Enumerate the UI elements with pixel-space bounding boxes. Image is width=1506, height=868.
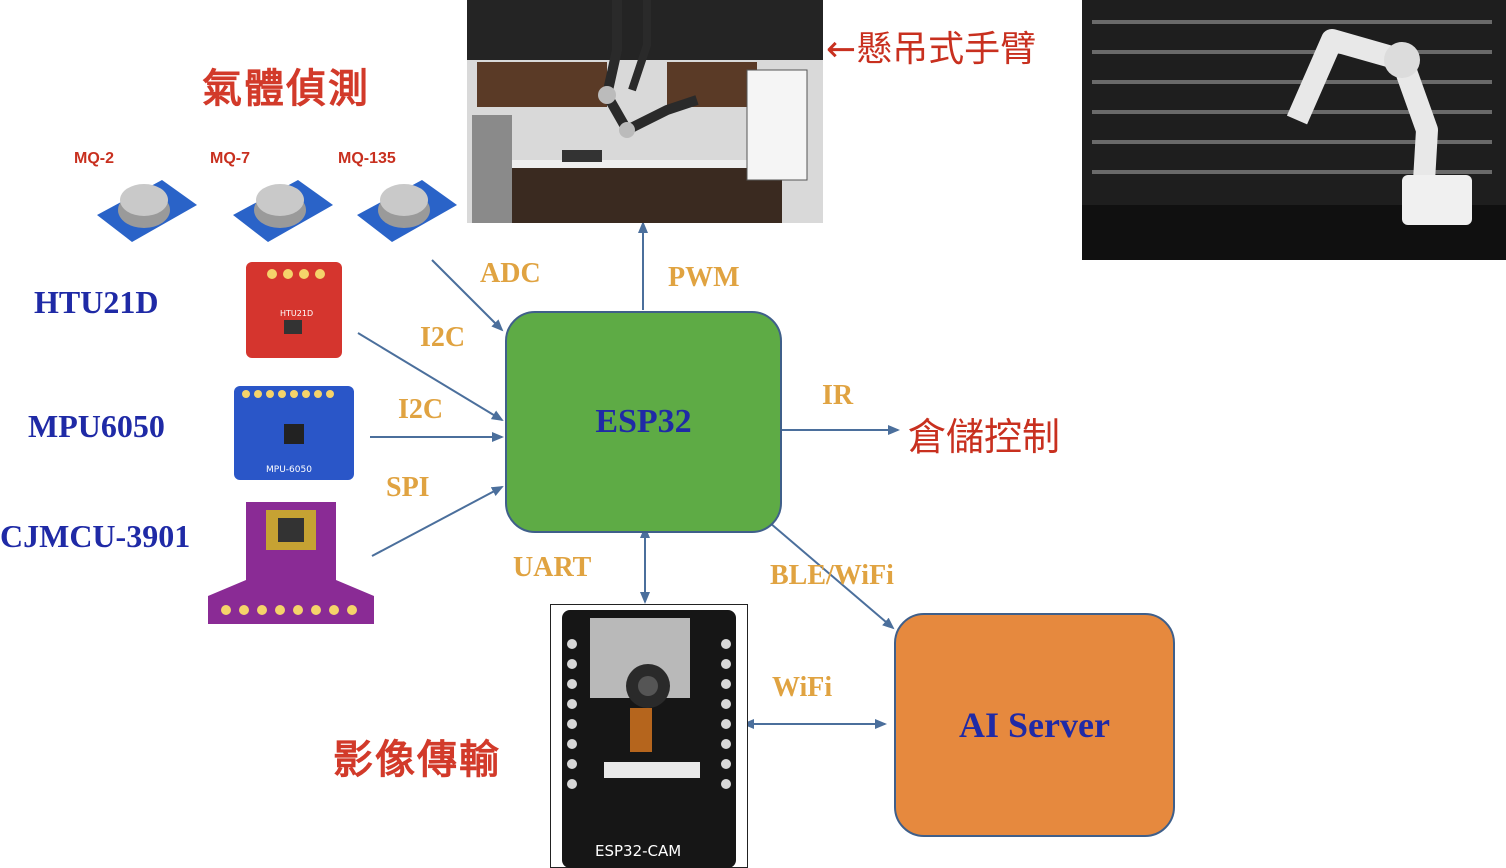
cjmcu-board-image bbox=[208, 502, 374, 624]
warehouse-control-label: 倉儲控制 bbox=[908, 415, 1061, 459]
i2c-label-mpu: I2C bbox=[398, 394, 444, 425]
spi-label: SPI bbox=[386, 472, 430, 503]
mpu6050-label: MPU6050 bbox=[28, 408, 165, 444]
hanging-arm-photo bbox=[467, 0, 823, 223]
mpu6050-board-image: MPU-6050 bbox=[234, 386, 354, 480]
gas-detection-title: 氣體偵測 bbox=[202, 66, 370, 112]
cjmcu-label: CJMCU-3901 bbox=[0, 518, 191, 554]
ble-wifi-arrow bbox=[762, 516, 895, 630]
mq2-sensor-image bbox=[97, 180, 197, 242]
esp32-cam-board-text: ESP32-CAM bbox=[595, 842, 681, 860]
spi-arrow bbox=[371, 486, 504, 557]
pwm-label: PWM bbox=[668, 262, 740, 293]
mq2-label: MQ-2 bbox=[74, 150, 114, 167]
hanging-arm-label: ←懸吊式手臂 bbox=[826, 29, 1037, 70]
video-transmission-title: 影像傳輸 bbox=[333, 737, 501, 783]
ai-server-label: AI Server bbox=[959, 705, 1110, 745]
ble-wifi-label: BLE/WiFi bbox=[770, 560, 894, 591]
esp32-node: ESP32 bbox=[505, 311, 782, 533]
i2c-label-htu: I2C bbox=[420, 322, 466, 353]
adc-label: ADC bbox=[480, 258, 541, 289]
ir-label: IR bbox=[822, 380, 854, 411]
mq7-sensor-image bbox=[233, 180, 333, 242]
i2c-htu-arrow bbox=[357, 332, 504, 422]
ai-server-node: AI Server bbox=[894, 613, 1175, 837]
adc-arrow bbox=[431, 259, 504, 332]
htu21d-label: HTU21D bbox=[34, 284, 159, 320]
wifi-label: WiFi bbox=[772, 672, 833, 703]
mq7-label: MQ-7 bbox=[210, 150, 250, 167]
esp32-cam-image: ESP32-CAM bbox=[550, 604, 748, 868]
esp32-label: ESP32 bbox=[595, 403, 692, 440]
warehouse-robot-photo bbox=[1082, 0, 1506, 260]
uart-label: UART bbox=[513, 552, 592, 583]
mq135-sensor-image bbox=[357, 180, 457, 242]
htu21d-board-text: HTU21D bbox=[280, 309, 313, 318]
mpu-board-text: MPU-6050 bbox=[266, 465, 312, 475]
htu21d-board-image: HTU21D bbox=[246, 262, 342, 358]
mq135-label: MQ-135 bbox=[338, 150, 396, 167]
